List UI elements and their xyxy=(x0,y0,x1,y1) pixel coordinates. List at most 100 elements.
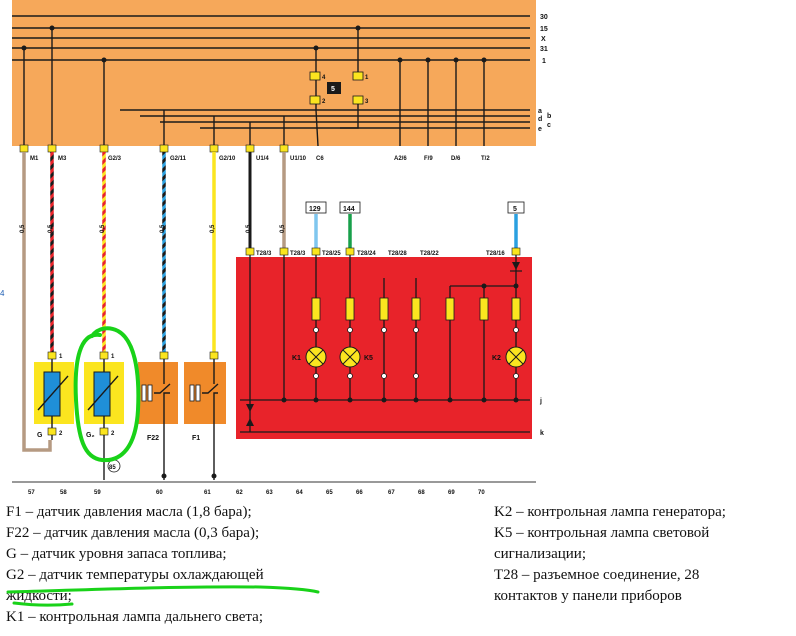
bus-label: 31 xyxy=(540,46,548,53)
sensor-f1: F1 xyxy=(184,351,226,480)
t28-label: T28/28 xyxy=(388,251,407,257)
legend-line: F22 – датчик давления масла (0,3 бара); xyxy=(6,525,260,541)
legend-line: G – датчик уровня запаса топлива; xyxy=(6,546,227,562)
grid-number: 67 xyxy=(388,490,395,496)
grid-number: 59 xyxy=(94,490,101,496)
lamp-k2: K2 xyxy=(492,346,527,368)
sensor-g: 1 2 G xyxy=(34,351,74,440)
bus-label: 1 xyxy=(542,58,546,65)
grid-numbers: 57 58 59 60 61 62 63 64 65 66 67 68 69 7… xyxy=(28,490,485,496)
bus-label-lower: b xyxy=(547,113,551,120)
legend-line: G2 – датчик температуры охлаждающей xyxy=(6,567,264,583)
sensor-g2: 1 2 G₂ 85 xyxy=(84,351,124,480)
grid-number: 58 xyxy=(60,490,67,496)
bus-label: X xyxy=(541,36,546,43)
wire-size: 0,5 xyxy=(280,224,286,233)
grid-number: 68 xyxy=(418,490,425,496)
pin-label: 1 xyxy=(111,354,115,360)
panel-contacts xyxy=(313,327,519,379)
connector-label: U1/10 xyxy=(290,156,307,162)
grid-number: 66 xyxy=(356,490,363,496)
wire-size-labels: 0,5 0,5 0,5 0,5 0,5 0,5 0,5 xyxy=(20,224,286,233)
diode-icon xyxy=(246,262,522,426)
wire-ref: 5 xyxy=(513,206,517,213)
connector-label: C6 xyxy=(316,156,324,162)
fuse-contact: 4 xyxy=(322,75,326,81)
lamp-label: K5 xyxy=(364,355,373,362)
ground-nodes xyxy=(161,473,217,479)
legend-line: K1 – контрольная лампа дальнего света; xyxy=(6,609,263,625)
bus-area xyxy=(12,0,536,146)
bus-label: 30 xyxy=(540,14,548,21)
legend-line: T28 – разъемное соединение, 28 xyxy=(494,567,700,583)
wires xyxy=(22,152,518,452)
component-label: F1 xyxy=(192,435,200,442)
wire-ref-boxes: 129 144 5 xyxy=(305,201,525,214)
wire-size: 0,5 xyxy=(210,224,216,233)
grid-number: 64 xyxy=(296,490,303,496)
component-label: G xyxy=(37,432,43,439)
t28-pins xyxy=(245,247,521,256)
wire-ref: 129 xyxy=(309,206,321,213)
pin-label: 2 xyxy=(59,431,63,437)
wire-size: 0,5 xyxy=(20,224,26,233)
grid-number: 61 xyxy=(204,490,211,496)
grid-number: 62 xyxy=(236,490,243,496)
bus-label-lower: e xyxy=(538,126,542,133)
t28-label: T28/16 xyxy=(486,251,505,257)
wire-size: 0,5 xyxy=(160,224,166,233)
stray-mark: 4 xyxy=(0,289,5,298)
component-label: F22 xyxy=(147,435,159,442)
grid-number: 57 xyxy=(28,490,35,496)
grid-number: 60 xyxy=(156,490,163,496)
connector-label: M3 xyxy=(58,156,67,162)
fuse-block: 5 4 1 2 3 xyxy=(309,71,369,105)
side-label: k xyxy=(540,430,544,437)
connector-label: U1/4 xyxy=(256,156,269,162)
fuse-contact: 2 xyxy=(322,99,326,105)
lamp-k1: K1 xyxy=(292,346,327,368)
legend-line: K5 – контрольная лампа световой xyxy=(494,525,710,541)
connector-labels: M1 M3 G2/3 G2/11 G2/10 U1/4 U1/10 C6 A2/… xyxy=(30,156,490,162)
bus-drops xyxy=(23,28,485,147)
connector-label: G2/3 xyxy=(108,156,122,162)
wiring-diagram: 30 15 X 31 1 a b d c e 5 xyxy=(0,0,551,496)
bus-nodes xyxy=(21,25,487,63)
grid-number: 63 xyxy=(266,490,273,496)
connector-label: G2/11 xyxy=(170,156,187,162)
wire-size: 0,5 xyxy=(100,224,106,233)
panel-resistors xyxy=(311,297,521,321)
connector-label: F/9 xyxy=(424,156,433,162)
legend-line: F1 – датчик давления масла (1,8 бара); xyxy=(6,504,252,520)
t28-label: T28/3 xyxy=(290,251,306,257)
connector-label: A2/6 xyxy=(394,156,407,162)
t28-label: T28/24 xyxy=(357,251,376,257)
component-label: G₂ xyxy=(86,432,95,439)
highlight-circle xyxy=(73,326,141,463)
bus-label-lower: a xyxy=(538,108,542,115)
legend-line: сигнализации; xyxy=(494,546,586,562)
wire-ref: 144 xyxy=(343,206,355,213)
ground-point-label: 85 xyxy=(109,465,116,471)
grid-number: 65 xyxy=(326,490,333,496)
connector-label: M1 xyxy=(30,156,39,162)
legend-line: K2 – контрольная лампа генератора; xyxy=(494,504,726,520)
connector-pins xyxy=(19,144,289,153)
fuse-contact: 1 xyxy=(365,75,369,81)
connector-label: T/2 xyxy=(481,156,490,162)
bus-lines xyxy=(12,15,530,129)
panel-nodes xyxy=(281,283,519,403)
t28-label: T28/3 xyxy=(256,251,272,257)
lamp-label: K1 xyxy=(292,355,301,362)
fuse-number: 5 xyxy=(331,86,335,93)
grid-number: 69 xyxy=(448,490,455,496)
bus-label-lower: d xyxy=(538,116,542,123)
side-label: j xyxy=(539,398,542,405)
legend-left: F1 – датчик давления масла (1,8 бара); F… xyxy=(6,502,264,628)
wire-size: 0,5 xyxy=(246,224,252,233)
legend-right: K2 – контрольная лампа генератора; K5 – … xyxy=(494,502,726,607)
connector-label: D/6 xyxy=(451,156,461,162)
legend-line: контактов у панели приборов xyxy=(494,588,682,604)
connector-label: G2/10 xyxy=(219,156,236,162)
